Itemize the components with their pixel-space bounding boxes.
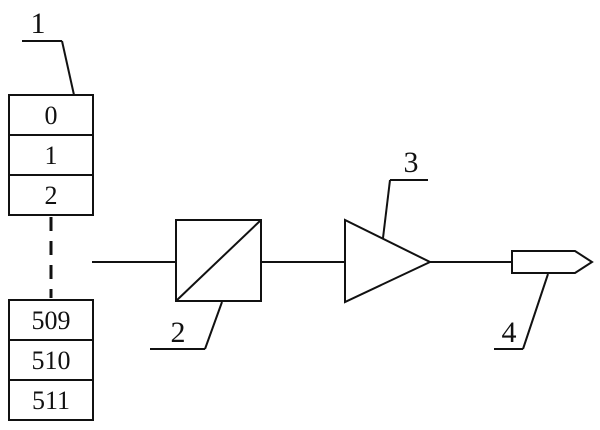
memory-cells-bottom: 509 510 511 [8,299,94,421]
callout-label-4: 4 [502,316,517,349]
callout-label-3: 3 [404,146,419,179]
converter-diagonal [175,219,262,302]
memory-cell-1: 1 [8,134,94,176]
callout-label-2: 2 [171,316,186,349]
callout-converter: 2 [150,301,223,350]
memory-cell-label: 0 [45,101,58,130]
callout-label-1: 1 [31,7,46,40]
converter-block [175,219,262,302]
memory-cell-0: 0 [8,94,94,136]
callout-amplifier: 3 [382,146,428,239]
memory-cell-label: 1 [45,141,58,170]
memory-cells-top: 0 1 2 [8,94,94,216]
memory-cell-label: 509 [32,306,71,335]
memory-cell-label: 2 [45,181,58,210]
memory-cell-label: 511 [32,386,70,415]
callout-output-probe: 4 [494,273,549,350]
memory-cell-511: 511 [8,379,94,421]
amplifier-triangle [344,218,433,304]
callout-memory-stack: 1 [22,7,75,96]
memory-cell-2: 2 [8,174,94,216]
memory-cell-label: 510 [32,346,71,375]
output-probe [511,250,594,274]
memory-cell-510: 510 [8,339,94,381]
memory-cell-509: 509 [8,299,94,341]
